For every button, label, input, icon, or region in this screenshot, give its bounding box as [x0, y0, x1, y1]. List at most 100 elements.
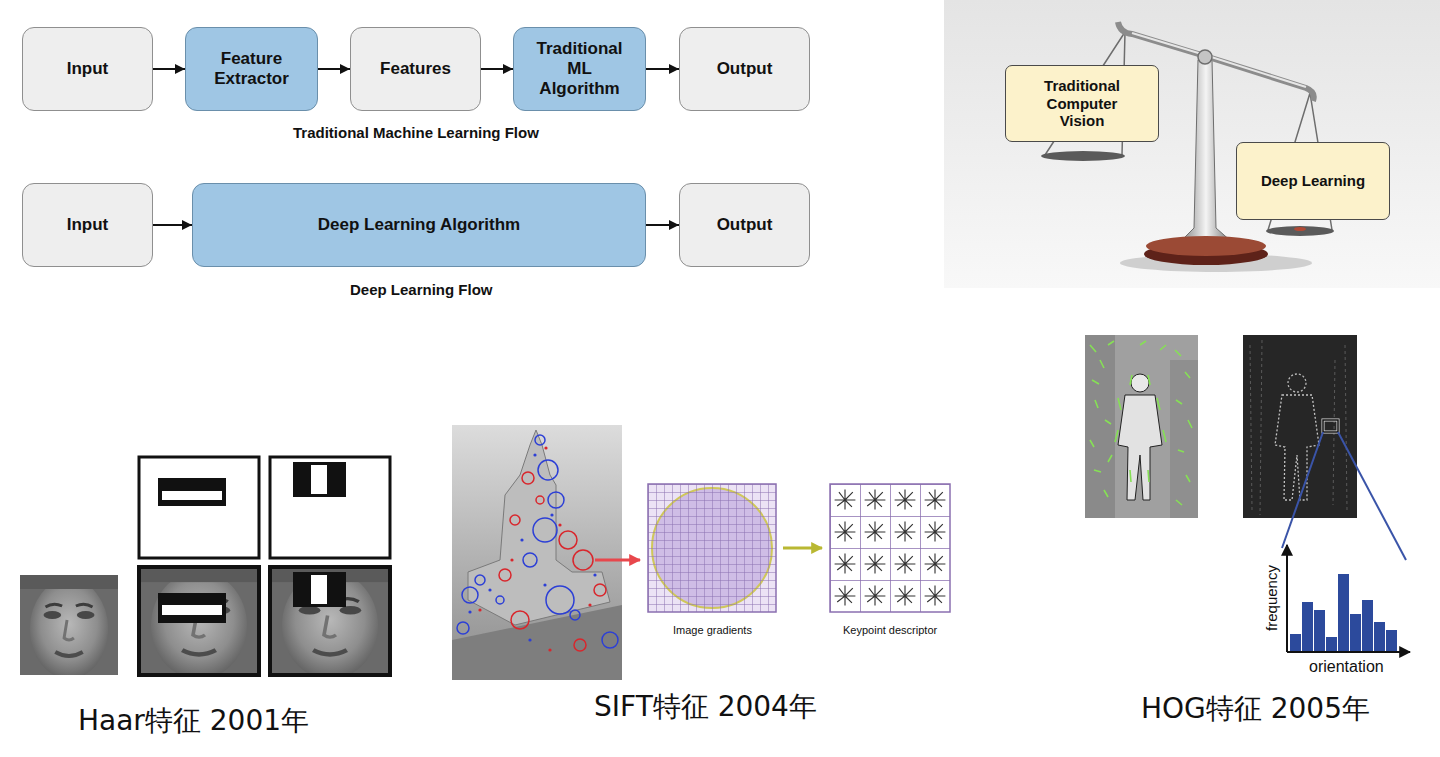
feature-title: HOG特征 2005年: [1141, 692, 1370, 726]
illustration-part: [1338, 432, 1406, 560]
illustration-part: [457, 622, 469, 634]
illustration-part: [139, 567, 259, 679]
illustration-part: [1146, 236, 1266, 256]
node-text: Traditional Computer Vision: [1024, 77, 1140, 130]
illustration-part: [543, 583, 546, 586]
balance-label-box: Deep Learning: [1236, 142, 1390, 220]
illustration-part: [468, 610, 471, 613]
balance-scale: [944, 0, 1440, 288]
illustration-part: [835, 490, 856, 510]
sift-figure: [452, 425, 950, 680]
illustration-part: [602, 632, 618, 648]
illustration-part: [648, 484, 776, 612]
axis-label: frequency: [1263, 565, 1281, 631]
illustration-part: [1250, 340, 1347, 515]
illustration-part: [510, 558, 513, 561]
illustration-part: [1090, 341, 1192, 505]
illustration-part: [559, 531, 577, 549]
illustration-part: [925, 554, 946, 574]
axis-label: orientation: [1309, 657, 1384, 676]
illustration-part: [162, 605, 222, 615]
illustration-part: [499, 569, 511, 581]
flow-arrow: [318, 68, 350, 70]
illustration-part: [1282, 432, 1323, 548]
illustration-part: [1180, 60, 1232, 242]
illustration-part: [1243, 335, 1357, 518]
illustration-part: [488, 588, 491, 591]
node-text: Output: [717, 215, 773, 235]
illustration-part: [533, 453, 536, 456]
node-text: Traditional ML Algorithm: [528, 39, 631, 99]
illustration-part: [1198, 50, 1212, 64]
illustration-part: [594, 584, 606, 596]
illustration-part: [270, 457, 390, 558]
illustration-part: [1041, 151, 1125, 161]
illustration-part: [511, 611, 529, 629]
illustration-part: [1302, 602, 1313, 652]
illustration-part: [895, 554, 916, 574]
illustration-part: [865, 586, 886, 606]
node-text: Input: [67, 59, 109, 79]
illustration-part: [1294, 227, 1306, 231]
illustration-part: [478, 608, 481, 611]
node-text: Features: [380, 59, 451, 79]
flow-arrow: [646, 224, 679, 226]
illustration-part: [925, 490, 946, 510]
flow-arrow: [153, 68, 185, 70]
illustration-part: [895, 586, 916, 606]
process-box: Input: [22, 183, 153, 267]
illustration-part: [1085, 335, 1198, 518]
illustration-part: [311, 575, 327, 604]
illustration-part: [648, 484, 776, 612]
process-box: Output: [679, 183, 810, 267]
illustration-part: [535, 435, 545, 445]
illustration-part: [1275, 395, 1319, 500]
illustration-part: [475, 575, 485, 585]
illustration-part: [865, 490, 886, 510]
illustration-part: [925, 586, 946, 606]
illustration-part: [520, 538, 523, 541]
illustration-part: [1362, 600, 1373, 652]
illustration-part: [468, 430, 610, 625]
figure-caption: Keypoint descriptor: [843, 624, 937, 637]
illustration-part: [593, 573, 596, 576]
illustration-part: [588, 603, 591, 606]
illustration-part: [478, 446, 591, 651]
illustration-part: [1290, 574, 1397, 652]
illustration-part: [1288, 374, 1306, 392]
illustration-part: [522, 472, 534, 484]
illustration-part: [925, 522, 946, 542]
illustration-part: [528, 638, 531, 641]
illustration-part: [895, 522, 916, 542]
illustration-part: [570, 610, 580, 620]
algorithm-box: Traditional ML Algorithm: [513, 27, 646, 111]
node-text: Feature Extractor: [200, 49, 303, 89]
illustration-part: [1326, 637, 1337, 652]
node-text: Deep Learning Algorithm: [318, 215, 520, 235]
illustration-part: [573, 550, 593, 570]
illustration-part: [595, 559, 640, 562]
illustration-part: [510, 515, 520, 525]
illustration-part: [1290, 634, 1301, 652]
illustration-part: [546, 586, 574, 614]
process-box: Features: [350, 27, 481, 111]
illustration-part: [835, 586, 856, 606]
illustration-part: [550, 513, 553, 516]
illustration-part: [895, 490, 916, 510]
illustration-part: [158, 478, 226, 506]
illustration-part: [270, 567, 390, 679]
illustration-part: [1314, 610, 1325, 652]
illustration-part: [293, 462, 346, 497]
illustration-part: [462, 587, 478, 603]
illustration-part: [544, 446, 547, 449]
illustration-part: [835, 554, 856, 574]
node-text: Output: [717, 59, 773, 79]
illustration-part: [1323, 420, 1338, 432]
illustration-part: [865, 522, 886, 542]
illustration-part: [162, 491, 222, 500]
algorithm-box: Feature Extractor: [185, 27, 318, 111]
balance-label-box: Traditional Computer Vision: [1005, 65, 1159, 142]
illustration-part: [1374, 622, 1385, 652]
